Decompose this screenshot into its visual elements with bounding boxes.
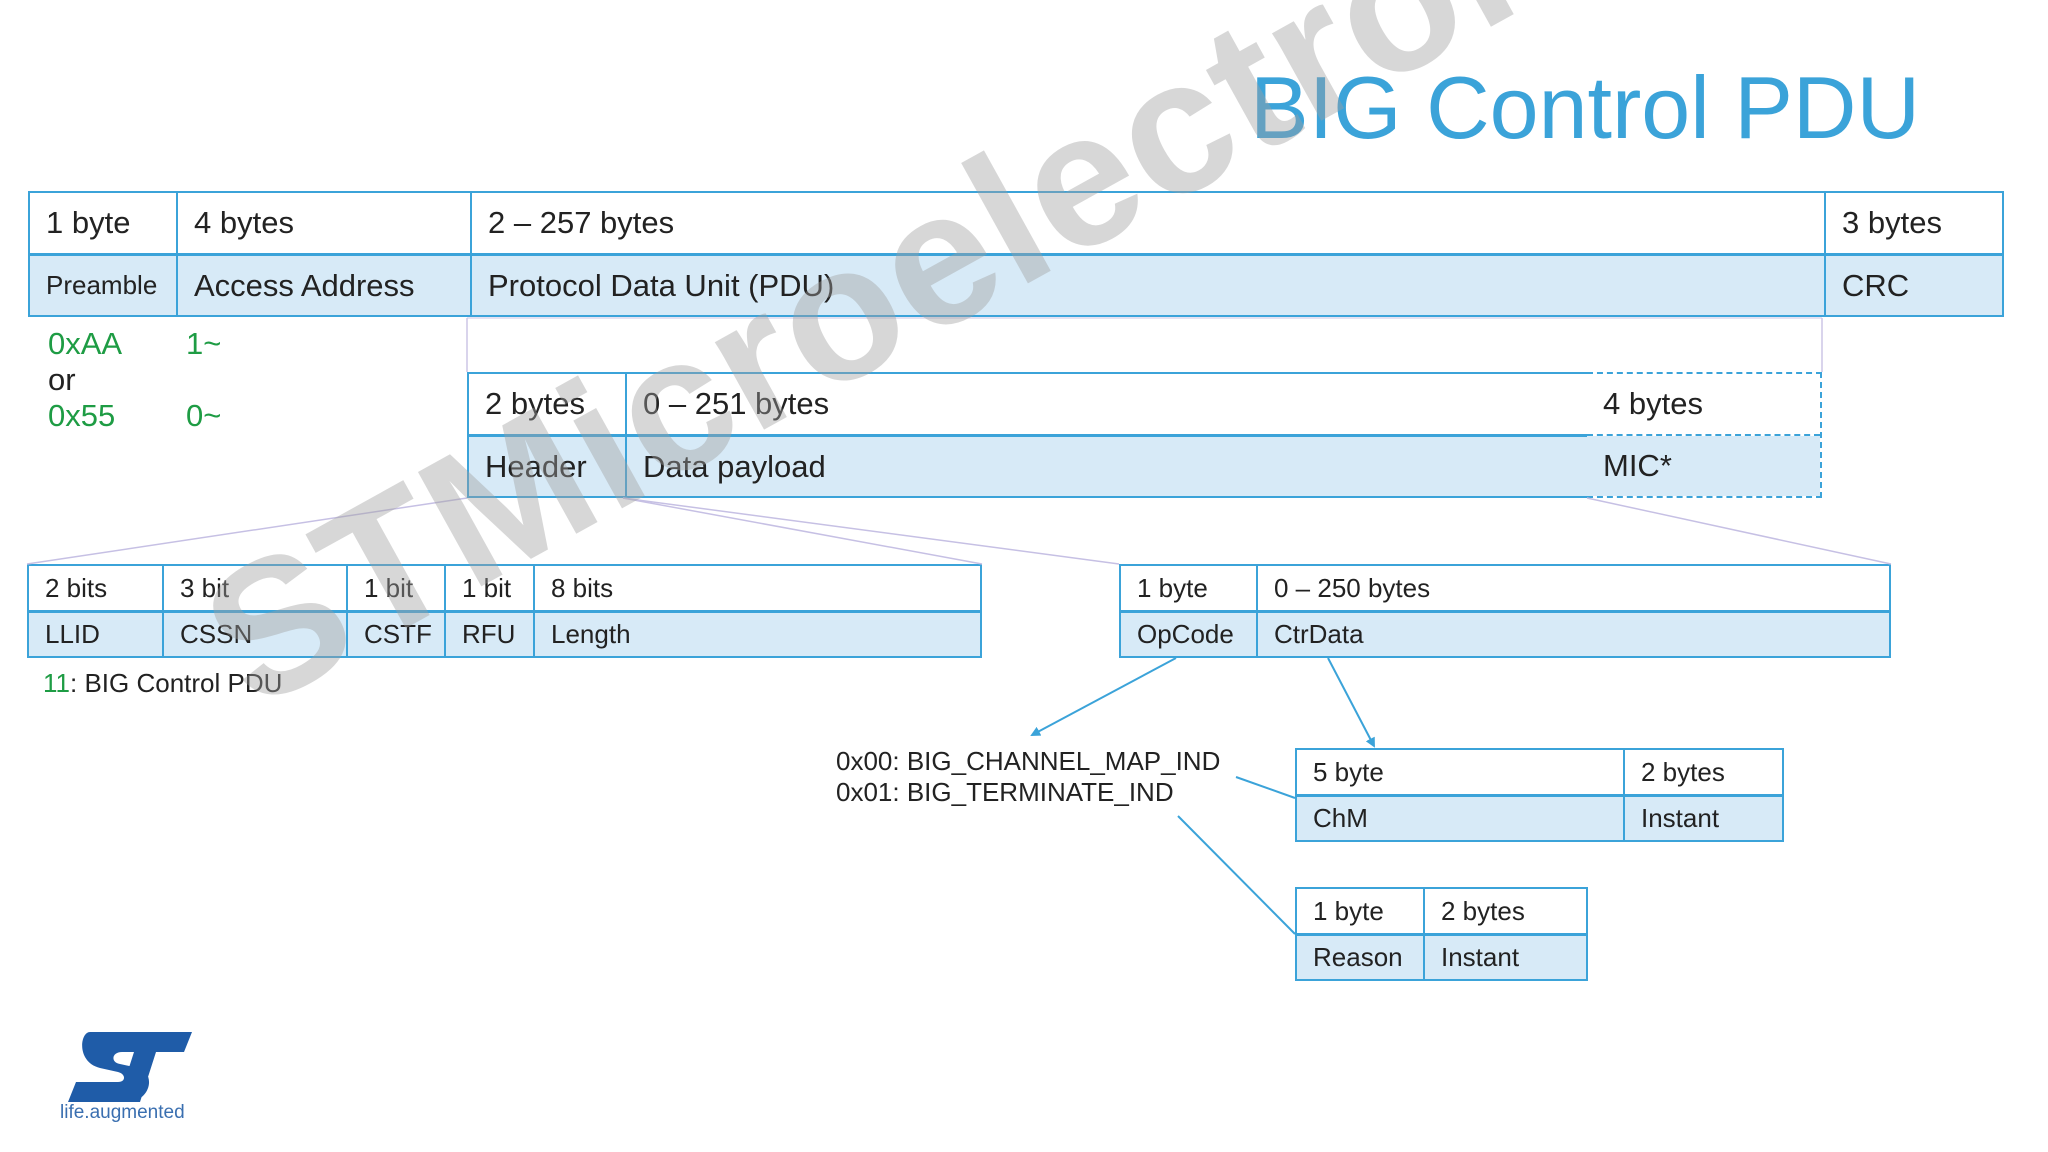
size-llid: 2 bits <box>45 572 108 603</box>
logo-tagline: life.augmented <box>60 1102 185 1123</box>
size-access-address: 4 bytes <box>176 193 470 253</box>
size-cssn: 3 bit <box>162 566 346 610</box>
size-rfu: 1 bit <box>444 566 533 610</box>
llid-note-text: : BIG Control PDU <box>70 668 283 698</box>
field-reason-instant: Instant <box>1423 936 1586 979</box>
st-logo-icon <box>68 1032 192 1102</box>
size-pdu: 2 – 257 bytes <box>470 193 1824 253</box>
payload-zoom-left <box>622 497 1120 565</box>
field-length: Length <box>533 613 980 656</box>
llid-note: 11: BIG Control PDU <box>43 668 282 699</box>
opcode-arrow <box>1030 657 1177 736</box>
size-length: 8 bits <box>533 566 980 610</box>
size-reason: 1 byte <box>1313 895 1384 926</box>
field-cstf: CSTF <box>346 613 444 656</box>
field-reason: Reason <box>1313 942 1403 972</box>
field-preamble: Preamble <box>46 270 158 300</box>
reason-table: 1 byte 2 bytes Reason Instant <box>1295 887 1588 981</box>
llid-note-value: 11 <box>43 668 70 698</box>
size-cstf: 1 bit <box>346 566 444 610</box>
size-mic: 4 bytes <box>1603 386 1703 421</box>
field-opcode: OpCode <box>1137 619 1234 649</box>
mic-box: 4 bytes MIC* <box>1587 372 1822 498</box>
preamble-value-55: 0x55 <box>48 398 116 433</box>
access-value-0: 0~ <box>186 398 222 433</box>
page-title: BIG Control PDU <box>1250 58 1920 157</box>
field-ctrdata: CtrData <box>1256 613 1889 656</box>
size-ctrdata: 0 – 250 bytes <box>1256 566 1889 610</box>
chm-table: 5 byte 2 bytes ChM Instant <box>1295 748 1784 842</box>
field-chm: ChM <box>1313 803 1368 833</box>
size-reason-instant: 2 bytes <box>1423 889 1586 933</box>
size-preamble: 1 byte <box>46 205 131 240</box>
field-chm-instant: Instant <box>1623 797 1782 840</box>
payload-zoom-right <box>1586 497 1892 565</box>
reason-connector <box>1177 815 1296 935</box>
header-zoom-left <box>26 497 468 565</box>
field-mic: MIC* <box>1603 448 1672 483</box>
field-data-payload: Data payload <box>625 437 1587 496</box>
field-header: Header <box>485 448 587 484</box>
chm-connector <box>1235 776 1296 799</box>
header-bits-table: 2 bits 3 bit 1 bit 1 bit 8 bits LLID CSS… <box>27 564 982 658</box>
payload-table: 1 byte 0 – 250 bytes OpCode CtrData <box>1119 564 1891 658</box>
packet-table: 1 byte 4 bytes 2 – 257 bytes 3 bytes Pre… <box>28 191 2004 317</box>
field-cssn: CSSN <box>162 613 346 656</box>
field-rfu: RFU <box>444 613 533 656</box>
size-data-payload: 0 – 251 bytes <box>625 374 1587 434</box>
pdu-table: 2 bytes 0 – 251 bytes Header Data payloa… <box>467 372 1589 498</box>
size-header: 2 bytes <box>485 386 585 421</box>
header-zoom-right <box>622 497 983 565</box>
field-access-address: Access Address <box>176 256 470 315</box>
size-crc: 3 bytes <box>1824 193 2002 253</box>
preamble-or: or <box>48 362 76 397</box>
size-opcode: 1 byte <box>1137 572 1208 603</box>
ctrdata-arrow <box>1327 657 1375 748</box>
field-llid: LLID <box>45 619 100 649</box>
opcode-channel-map: 0x00: BIG_CHANNEL_MAP_IND <box>836 746 1221 776</box>
access-value-1: 1~ <box>186 326 222 361</box>
opcode-terminate: 0x01: BIG_TERMINATE_IND <box>836 777 1174 807</box>
preamble-value-aa: 0xAA <box>48 326 123 361</box>
field-pdu: Protocol Data Unit (PDU) <box>470 256 1824 315</box>
size-chm-instant: 2 bytes <box>1623 750 1782 794</box>
field-crc: CRC <box>1824 256 2002 315</box>
size-chm: 5 byte <box>1313 756 1384 787</box>
